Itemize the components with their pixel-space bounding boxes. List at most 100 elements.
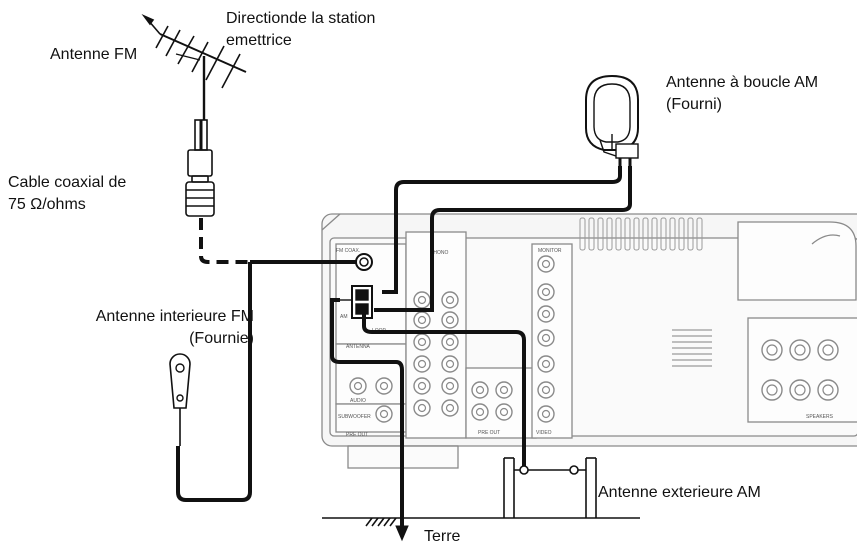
panel-jack-core <box>445 403 455 413</box>
panel-jack <box>495 381 513 399</box>
panel-jack <box>537 405 555 423</box>
panel-jack-core <box>353 381 363 391</box>
panel-jack-core <box>445 315 455 325</box>
panel-jack-core <box>766 344 778 356</box>
panel-jack <box>537 305 555 323</box>
coax-cable-label-line2: 75 Ω/ohms <box>8 196 86 213</box>
panel-jack-core <box>541 287 551 297</box>
ground-wire <box>330 298 409 542</box>
panel-jack-core <box>417 403 427 413</box>
panel-jack <box>413 377 431 395</box>
video-section-label: VIDEO <box>536 430 552 436</box>
fm-coax-cable-dashed <box>199 218 250 264</box>
panel-jack <box>789 379 811 401</box>
panel-jack-core <box>541 409 551 419</box>
panel-jack <box>441 377 459 395</box>
panel-jack <box>441 399 459 417</box>
panel-jack <box>471 381 489 399</box>
ground-surface <box>322 517 640 527</box>
panel-jack-core <box>541 309 551 319</box>
indoor-fm-antenna-graphic <box>169 260 360 502</box>
station-direction-label-line1: Directionde la station <box>226 10 376 27</box>
panel-jack <box>441 333 459 351</box>
panel-jack-core <box>445 381 455 391</box>
panel-jack-core <box>541 259 551 269</box>
vent-slots <box>579 217 703 251</box>
panel-jack <box>349 377 367 395</box>
panel-jack <box>537 381 555 399</box>
audio-section-label: AUDIO <box>350 398 366 404</box>
panel-jack-core <box>445 337 455 347</box>
panel-jack <box>495 403 513 421</box>
subwoofer-label: SUBWOOFER <box>338 414 371 420</box>
antenna-section-label: ANTENNA <box>346 344 371 350</box>
station-direction-label-line2: emettrice <box>226 32 292 49</box>
panel-jack-core <box>541 359 551 369</box>
panel-jack-core <box>445 295 455 305</box>
panel-jack-core <box>499 385 509 395</box>
outdoor-am-wire <box>362 314 526 470</box>
phono-label: PHONO <box>430 250 448 256</box>
panel-jack <box>413 355 431 373</box>
panel-jack <box>537 283 555 301</box>
panel-jack <box>413 399 431 417</box>
panel-jack <box>761 379 783 401</box>
panel-jack-core <box>541 385 551 395</box>
panel-jack-core <box>794 384 806 396</box>
panel-jack <box>537 255 555 273</box>
panel-jack-core <box>794 344 806 356</box>
panel-jack-core <box>417 359 427 369</box>
panel-jack <box>441 291 459 309</box>
fm-coax-jack <box>355 253 373 271</box>
panel-jack-core <box>766 384 778 396</box>
panel-jack-core <box>417 295 427 305</box>
pre-out-label: PRE OUT <box>346 432 368 438</box>
panel-jack-core <box>499 407 509 417</box>
panel-jack-core <box>379 409 389 419</box>
panel-jack-core <box>417 337 427 347</box>
panel-jack-core <box>445 359 455 369</box>
fm-antenna-label: Antenne FM <box>50 46 138 63</box>
panel-jack <box>537 355 555 373</box>
am-loop-wires <box>374 166 632 312</box>
ground-label: Terre <box>424 528 461 545</box>
fan-grille <box>672 329 712 367</box>
panel-jack <box>375 405 393 423</box>
am-terminal-label: AM <box>340 314 348 320</box>
panel-jack <box>413 311 431 329</box>
panel-jack-core <box>417 315 427 325</box>
panel-jack <box>789 339 811 361</box>
panel-jack-core <box>417 381 427 391</box>
panel-jack-core <box>822 384 834 396</box>
panel-jack <box>537 329 555 347</box>
panel-jack-core <box>379 381 389 391</box>
outdoor-am-label: Antenne exterieure AM <box>598 484 761 501</box>
outdoor-am-antenna-graphic <box>503 457 597 518</box>
panel-jack <box>817 379 839 401</box>
am-loop-label-line2: (Fourni) <box>666 96 723 113</box>
fm-antenna-graphic <box>141 14 247 217</box>
fm-coax-label: FM COAX. <box>336 248 360 254</box>
panel-jack <box>375 377 393 395</box>
panel-jacks <box>349 255 839 423</box>
panel-jack <box>817 339 839 361</box>
panel-jack <box>413 291 431 309</box>
panel-jack <box>441 311 459 329</box>
indoor-fm-label-line2: (Fournie) <box>189 330 254 347</box>
indoor-fm-label-line1: Antenne interieure FM <box>95 308 254 325</box>
speakers-label: SPEAKERS <box>806 414 834 420</box>
panel-jack-core <box>475 407 485 417</box>
panel-jack <box>471 403 489 421</box>
am-loop-label-line1: Antenne à boucle AM <box>666 74 819 91</box>
panel-jack <box>441 355 459 373</box>
panel-jack-core <box>475 385 485 395</box>
panel-jack <box>761 339 783 361</box>
panel-jack <box>413 333 431 351</box>
panel-jack-core <box>541 333 551 343</box>
pre-out-label-2: PRE OUT <box>478 430 500 436</box>
coax-cable-label-line1: Cable coaxial de <box>8 174 127 191</box>
panel-jack-core <box>822 344 834 356</box>
monitor-label: MONITOR <box>538 248 562 254</box>
am-loop-antenna-graphic <box>585 74 639 166</box>
